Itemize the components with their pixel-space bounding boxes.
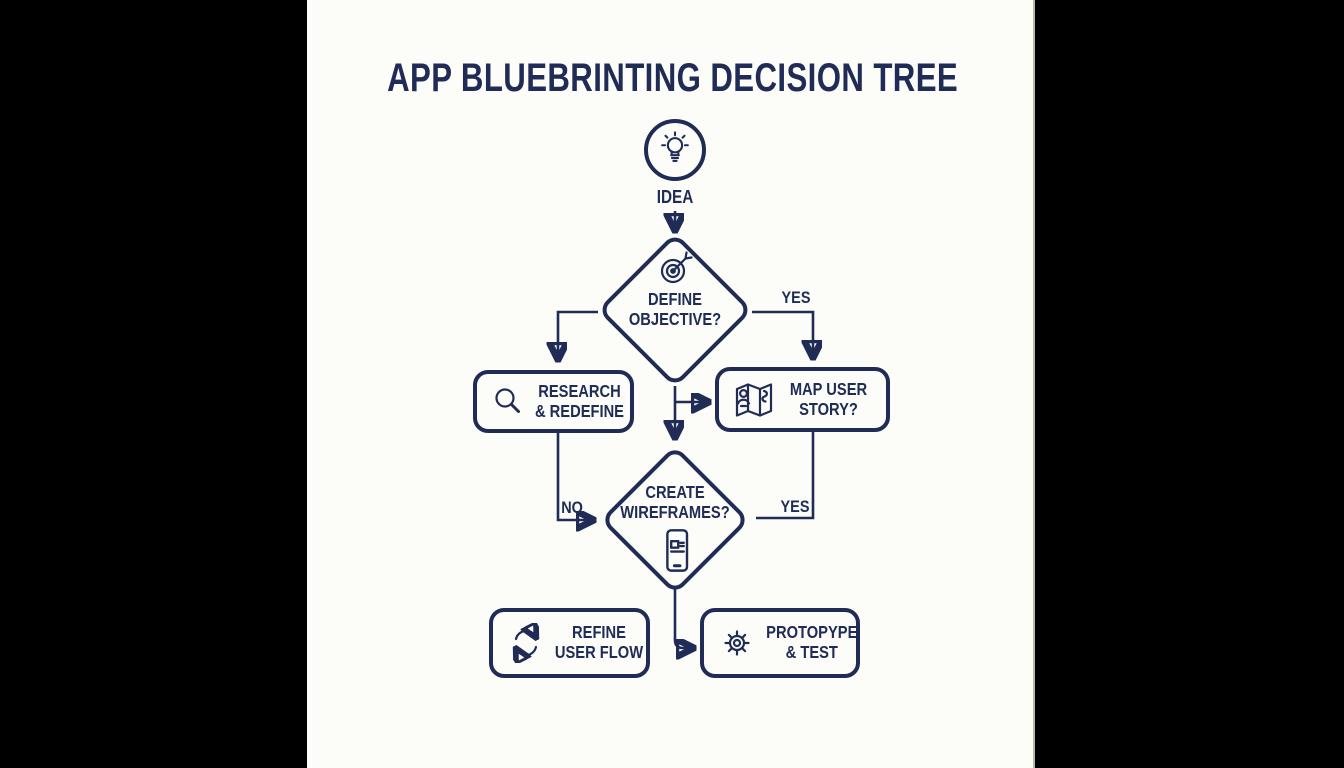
node-idea: [644, 119, 706, 181]
map-line2: STORY?: [799, 398, 858, 419]
map-line1: MAP USER: [789, 378, 868, 399]
prototype-line1: PROTOPYPE: [766, 622, 858, 643]
research-line1: RESEARCH: [538, 380, 621, 401]
edge-define-to-map-yes: [752, 310, 813, 356]
prototype-test-label: PROTOPYPE & TEST: [766, 622, 862, 663]
diagram-canvas: APP BLUEBRINTING DECISION TREE: [307, 0, 1035, 768]
lightbulb-icon: [656, 131, 694, 169]
define-objective-line1: DEFINE: [648, 289, 702, 309]
target-icon: [655, 247, 697, 289]
node-prototype-test: PROTOPYPE & TEST: [700, 608, 860, 678]
flow-connectors: [307, 211, 1035, 768]
research-redefine-label: RESEARCH & REDEFINE: [534, 380, 629, 422]
refine-line1: REFINE: [572, 622, 626, 643]
create-wireframes-label: CREATE WIREFRAMES?: [591, 482, 759, 522]
edge-research-to-wireframes-no: [556, 433, 592, 520]
right-black-matte: [1035, 0, 1344, 768]
edge-label-yes-map: YES: [780, 497, 810, 516]
magnifier-icon: [490, 384, 526, 420]
wireframes-line2: WIREFRAMES?: [620, 501, 730, 522]
wireframes-line1: CREATE: [645, 482, 705, 502]
edge-label-no-research: NO: [561, 498, 583, 517]
edge-wireframes-to-prototype: [673, 589, 692, 648]
idea-label: IDEA: [656, 187, 694, 207]
map-person-icon: [732, 380, 776, 420]
map-user-story-label: MAP USER STORY?: [785, 378, 877, 420]
refresh-icon: [506, 623, 546, 663]
refine-user-flow-label: REFINE USER FLOW: [554, 622, 648, 663]
page-title: APP BLUEBRINTING DECISION TREE: [387, 56, 959, 100]
node-refine-user-flow: REFINE USER FLOW: [489, 608, 650, 678]
left-black-matte: [0, 0, 307, 768]
define-objective-line2: OBJECTIVE?: [628, 308, 722, 329]
prototype-line2: & TEST: [785, 642, 838, 662]
gear-icon: [717, 623, 757, 663]
refine-line2: USER FLOW: [554, 642, 644, 662]
phone-wireframe-icon: [653, 527, 697, 575]
node-research-redefine: RESEARCH & REDEFINE: [473, 370, 634, 433]
edge-map-to-wireframes-yes: [756, 432, 815, 520]
define-objective-label: DEFINE OBJECTIVE?: [591, 289, 759, 329]
research-line2: & REDEFINE: [534, 400, 624, 421]
node-map-user-story: MAP USER STORY?: [715, 367, 890, 432]
edge-label-yes-define: YES: [781, 288, 811, 307]
edge-define-to-research: [558, 310, 598, 358]
